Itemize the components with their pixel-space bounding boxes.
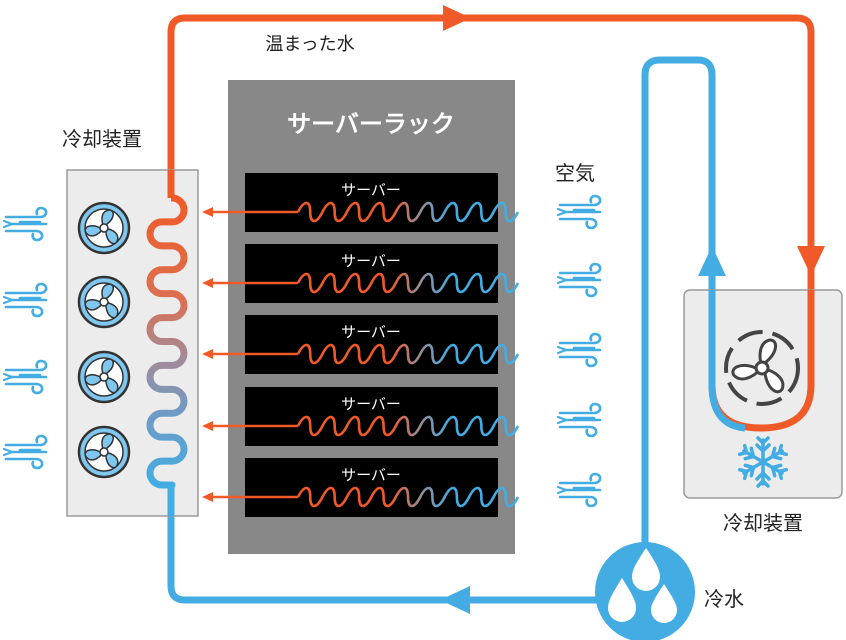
server-rack-label: サーバーラック [287,110,455,138]
flow-arrow-icon [698,246,726,276]
wind-icon [2,359,48,395]
server-label: サーバー [341,252,401,270]
server-label: サーバー [341,181,401,199]
snowflake-icon [737,436,789,488]
cooling-unit-right-label: 冷却装置 [723,511,803,535]
exhaust-wind [2,206,48,470]
server-unit: サーバー [245,244,498,303]
intake-wind [556,194,602,508]
heat-wave [296,415,520,437]
arrow-left-icon [202,492,213,502]
wind-icon [556,402,602,438]
fan-icon [77,350,131,404]
heat-wave [296,486,520,508]
fan-icon [77,425,131,479]
cold-water-riser [641,56,716,560]
air-label: 空気 [555,161,595,185]
server-unit: サーバー [245,387,498,446]
heat-wave [296,343,520,365]
server-unit: サーバー [245,458,498,517]
wind-icon [2,282,48,318]
arrow-left-icon [202,421,213,431]
server-label: サーバー [341,395,401,413]
fan-icon [77,201,131,255]
arrow-left-icon [202,278,213,288]
cold-water-pipe [167,485,600,604]
server-unit: サーバー [245,173,498,232]
wind-icon [556,472,602,508]
arrow-left-icon [202,349,213,359]
server-label: サーバー [341,323,401,341]
warm-water-pipe [167,14,815,380]
wind-icon [2,206,48,242]
fan-icon [724,330,800,406]
wind-icon [556,262,602,298]
warm-water-label: 温まった水 [265,34,354,55]
water-drops-icon [608,548,677,623]
cold-water-label: 冷水 [704,587,744,611]
flow-arrow-icon [440,586,470,614]
heat-wave [296,272,520,294]
cooling-coil-left [146,194,188,489]
wind-icon [556,332,602,368]
server-unit: サーバー [245,315,498,374]
wind-icon [556,194,602,230]
flow-arrow-icon [443,5,471,31]
left-fans [77,201,131,479]
flow-arrow-icon [797,246,825,276]
cooling-unit-left-label: 冷却装置 [62,127,142,151]
heat-wave [296,201,520,223]
wind-icon [2,434,48,470]
cooling-unit-right [683,289,843,499]
server-label: サーバー [341,466,401,484]
arrow-left-icon [202,207,213,217]
fan-icon [77,275,131,329]
